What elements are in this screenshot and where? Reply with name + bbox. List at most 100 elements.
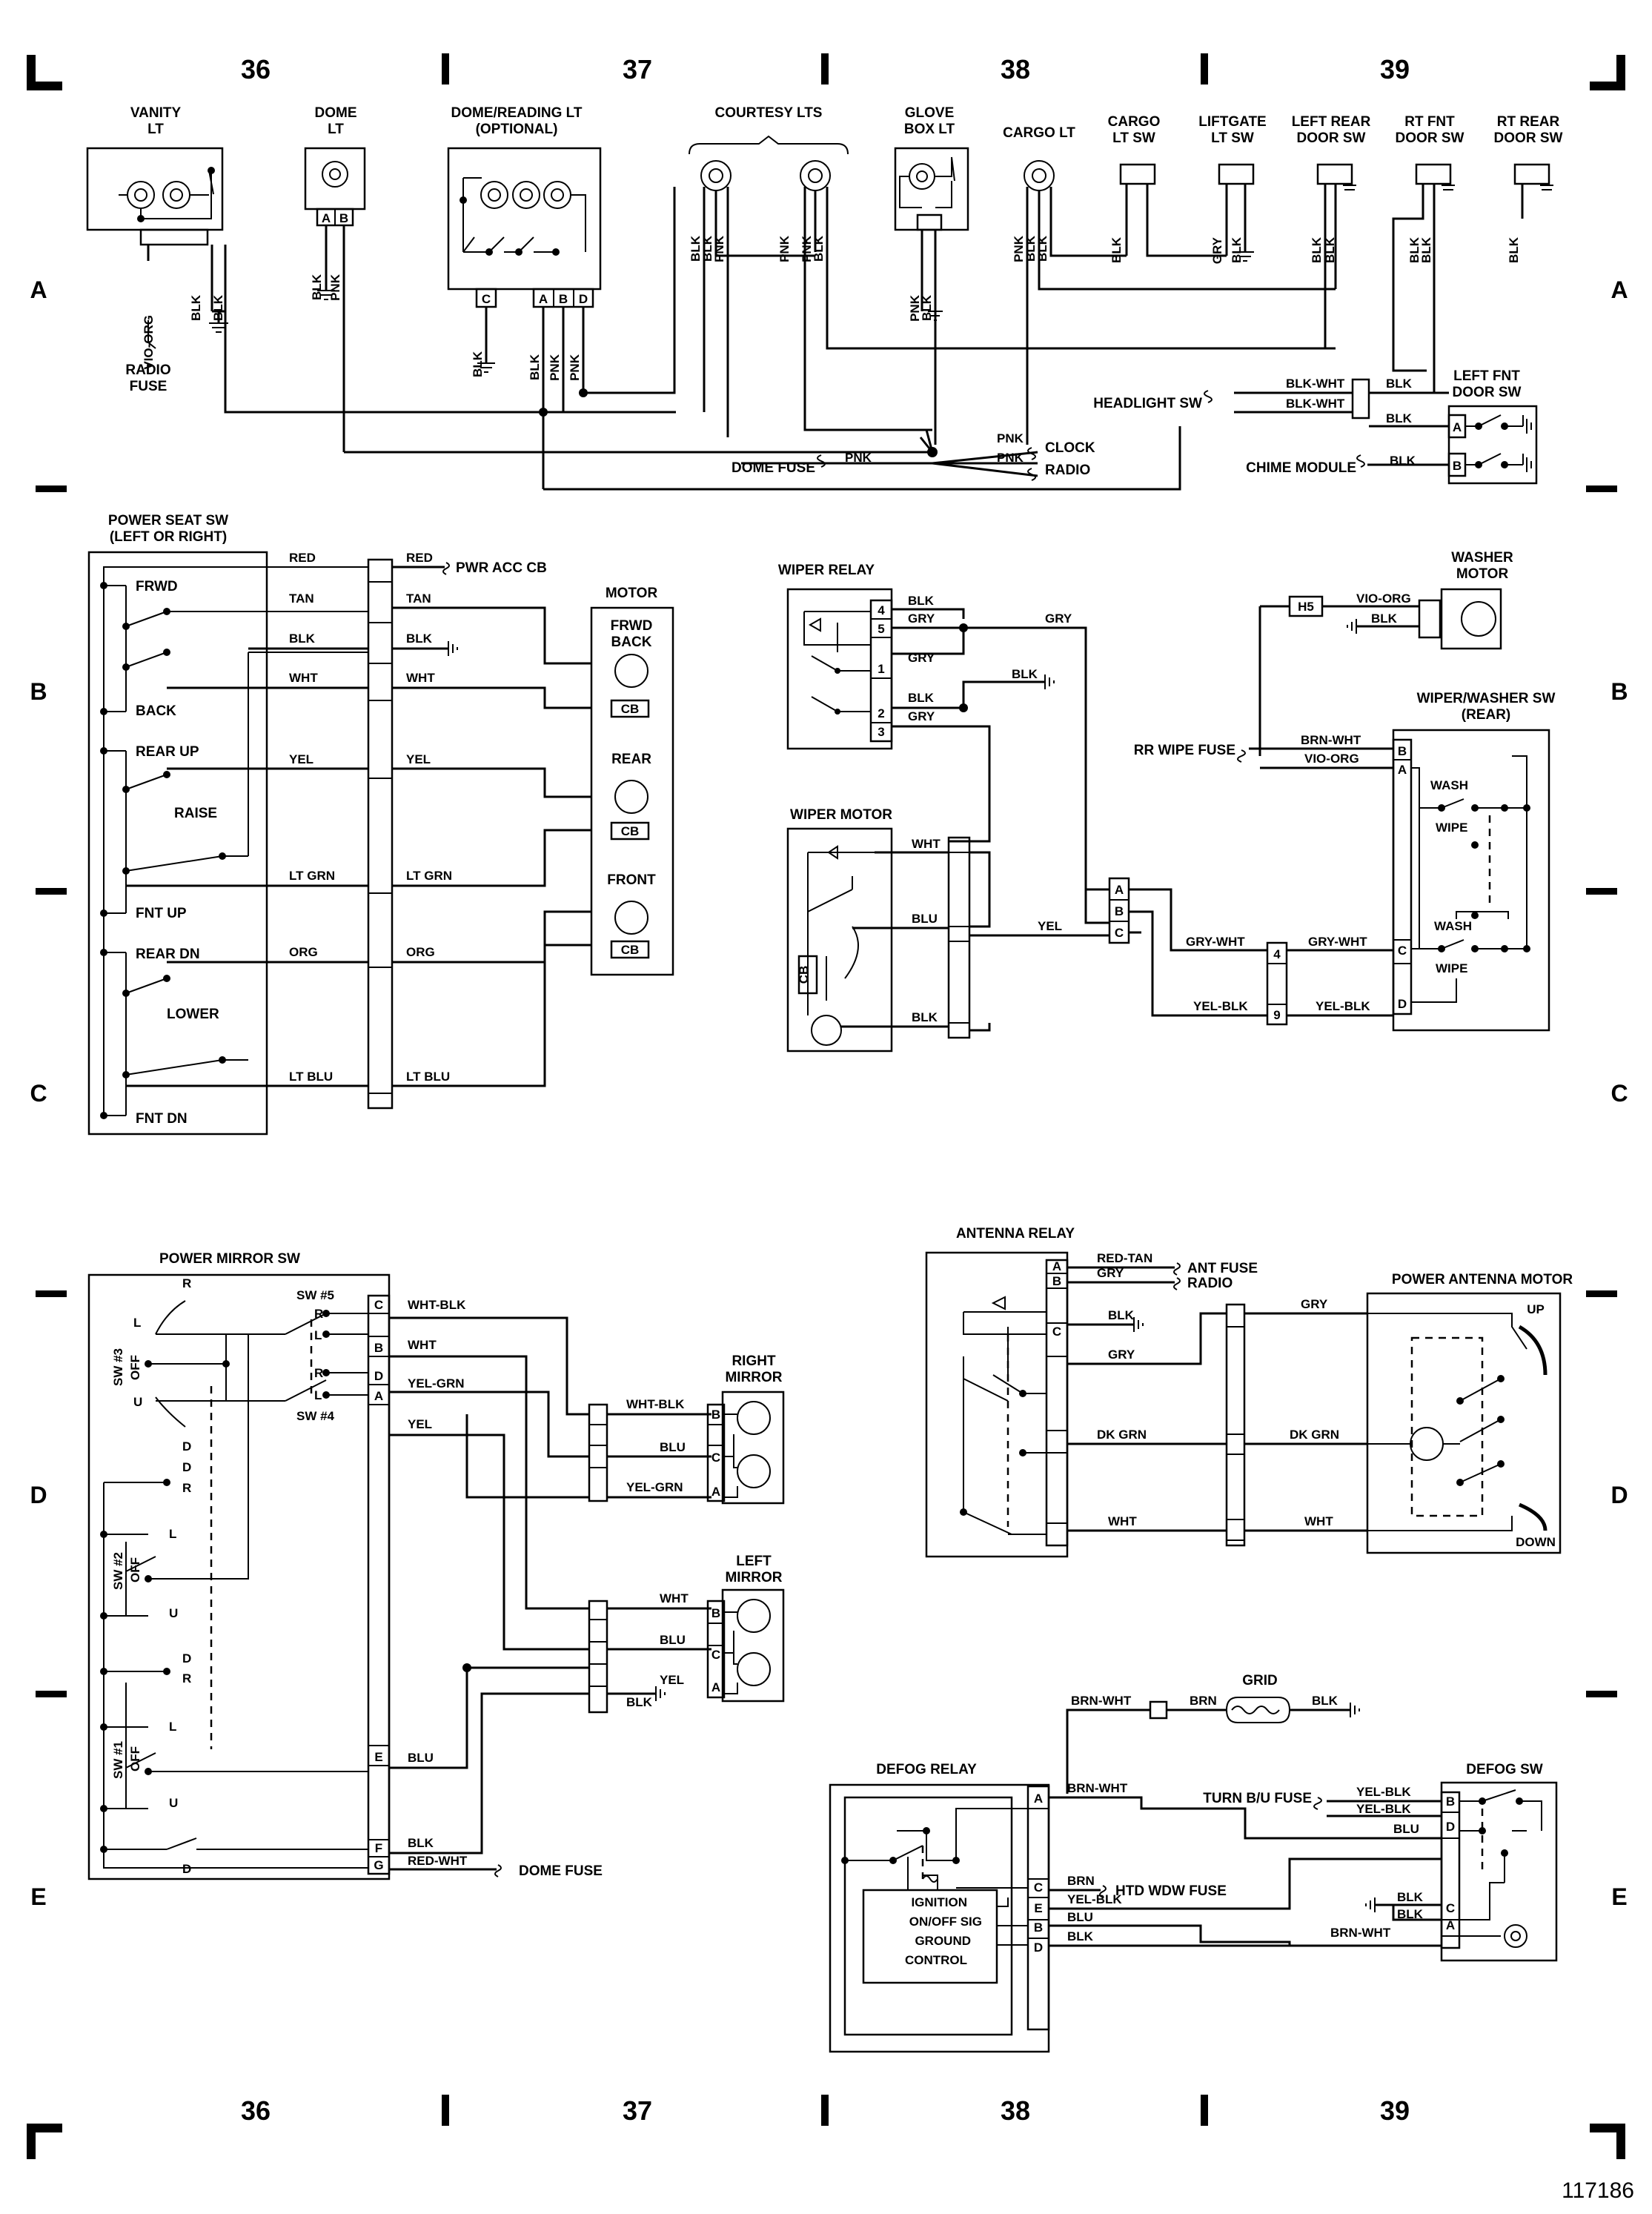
wiper-wire-yel-blk: YEL-BLK — [1193, 999, 1248, 1013]
wire-blk: BLK — [812, 235, 826, 262]
rear-wire-brn-wht: BRN-WHT — [1301, 733, 1361, 747]
pin-b: B — [1115, 904, 1124, 918]
row-label-right: D — [1610, 1482, 1628, 1508]
motor-rear: REAR — [611, 752, 651, 767]
antenna-relay-title: ANTENNA RELAY — [956, 1226, 1075, 1242]
mirror-pos-r: R — [182, 1671, 191, 1686]
seat-wire-lt-blu: LT BLU — [289, 1070, 333, 1084]
pin-a: A — [322, 211, 331, 225]
pin-a: A — [1034, 1792, 1043, 1806]
mirror-off: OFF — [128, 1355, 142, 1380]
relay-pin-4: 4 — [878, 603, 885, 617]
antenna-wire-red-tan: RED-TAN — [1097, 1251, 1152, 1265]
wiper-relay-title: WIPER RELAY — [778, 563, 875, 578]
mirror-wire-blk: BLK — [408, 1836, 434, 1850]
seat-pos-lower: LOWER — [167, 1007, 219, 1022]
mirror-pos-l: L — [169, 1720, 176, 1734]
pin-a: A — [539, 292, 548, 306]
mirror-pos-r: R — [182, 1481, 191, 1495]
mirror-wire-wht: WHT — [408, 1338, 437, 1352]
wire-pnk: PNK — [548, 354, 562, 381]
pin-d: D — [579, 292, 588, 306]
section-wiper: WIPER RELAY 4 5 1 2 3 BLK GRY GRY GRY BL… — [778, 550, 1556, 1053]
sw-wash: WASH — [1430, 778, 1468, 792]
section-power-seat: POWER SEAT SW(LEFT OR RIGHT) MOTOR FRWD … — [87, 513, 674, 1136]
mirror-wire-yel-grn: YEL-GRN — [626, 1480, 683, 1494]
power-antenna-motor-title: POWER ANTENNA MOTOR — [1392, 1272, 1573, 1287]
courtesy-bracket — [689, 135, 849, 155]
chime-module-label: CHIME MODULE — [1246, 460, 1356, 476]
mirror-pos-u: U — [169, 1606, 178, 1620]
sw-wipe: WIPE — [1436, 961, 1467, 975]
mirror-pin-c: C — [374, 1298, 383, 1312]
wire-blk: BLK — [211, 294, 225, 321]
seat-wire-wht: WHT — [289, 671, 318, 685]
mirror-wire-yel: YEL — [408, 1417, 432, 1431]
wiper-wire-gry: GRY — [908, 651, 935, 665]
defog-wire-brn: BRN — [1190, 1694, 1217, 1708]
antenna-radio-label: RADIO — [1187, 1276, 1233, 1291]
rear-wire-vio-org: VIO-ORG — [1304, 752, 1359, 766]
seat-pos-rear-dn: REAR DN — [136, 947, 200, 962]
turn-bu-fuse-label: TURN B/U FUSE — [1203, 1791, 1312, 1806]
mirror-pin-b: B — [374, 1341, 383, 1355]
wiper-motor-connector — [947, 836, 971, 1039]
pin-a: A — [1446, 1918, 1455, 1932]
defog-wire-brn: BRN — [1067, 1874, 1095, 1888]
cb-label: CB — [797, 966, 811, 984]
row-label-left: E — [30, 1883, 46, 1910]
wire-blk: BLK — [1323, 236, 1337, 263]
mirror-pin-f: F — [375, 1841, 382, 1855]
mirror-wire-wht-blk: WHT-BLK — [408, 1298, 466, 1312]
pin-b: B — [1034, 1920, 1043, 1935]
wire-blk: BLK — [1386, 411, 1413, 425]
right-mirror-box — [721, 1391, 785, 1505]
wire-pnk: PNK — [997, 431, 1024, 445]
control-control: CONTROL — [905, 1953, 967, 1967]
wiper-wire-wht: WHT — [912, 837, 941, 851]
dome-reading-lt-title: DOME/READING LT(OPTIONAL) — [451, 105, 583, 137]
antenna-wire-wht: WHT — [1304, 1514, 1333, 1528]
wiper-motor-box — [786, 827, 893, 1053]
motor-title: MOTOR — [606, 586, 658, 601]
defog-wire-brn-wht: BRN-WHT — [1071, 1694, 1132, 1708]
wiper-wire-blk: BLK — [1012, 667, 1038, 681]
defog-wire-yel-blk: YEL-BLK — [1067, 1892, 1122, 1906]
defog-wire-blk: BLK — [1397, 1890, 1424, 1904]
seat-pos-frwd: FRWD — [136, 579, 178, 594]
mirror-wire-wht: WHT — [660, 1591, 689, 1605]
seat-connector-strip — [367, 558, 394, 1110]
pin-a: A — [711, 1680, 720, 1694]
row-label-right: B — [1610, 678, 1628, 705]
motor-front: FRONT — [607, 872, 656, 888]
mirror-wire-blu: BLU — [660, 1633, 686, 1647]
antenna-wire-wht: WHT — [1108, 1514, 1137, 1528]
cb-label: CB — [621, 702, 640, 716]
wire-blk: BLK — [310, 274, 324, 300]
antenna-wire-dk-grn: DK GRN — [1290, 1428, 1339, 1442]
mirror-pos-d: D — [182, 1651, 191, 1666]
seat-wire-blk: BLK — [406, 632, 433, 646]
wire-blk: BLK — [920, 294, 934, 321]
col-label-top: 37 — [623, 54, 652, 84]
seat-wire-blk: BLK — [289, 632, 316, 646]
pin-a: A — [1453, 420, 1462, 434]
mirror-wire-red-wht: RED-WHT — [408, 1854, 468, 1868]
pin-c: C — [482, 292, 491, 306]
wiper-wire-yel: YEL — [1038, 919, 1062, 933]
wiper-washer-sw-title: WIPER/WASHER SW(REAR) — [1417, 691, 1556, 723]
wire-blk-wht: BLK-WHT — [1286, 377, 1345, 391]
defog-wire-yel-blk: YEL-BLK — [1356, 1785, 1411, 1799]
connector-cells — [368, 581, 392, 1094]
cb-label: CB — [621, 824, 640, 838]
pin-b: B — [1453, 459, 1462, 473]
col-label-top: 36 — [241, 54, 271, 84]
relay-pin-1: 1 — [878, 662, 884, 676]
